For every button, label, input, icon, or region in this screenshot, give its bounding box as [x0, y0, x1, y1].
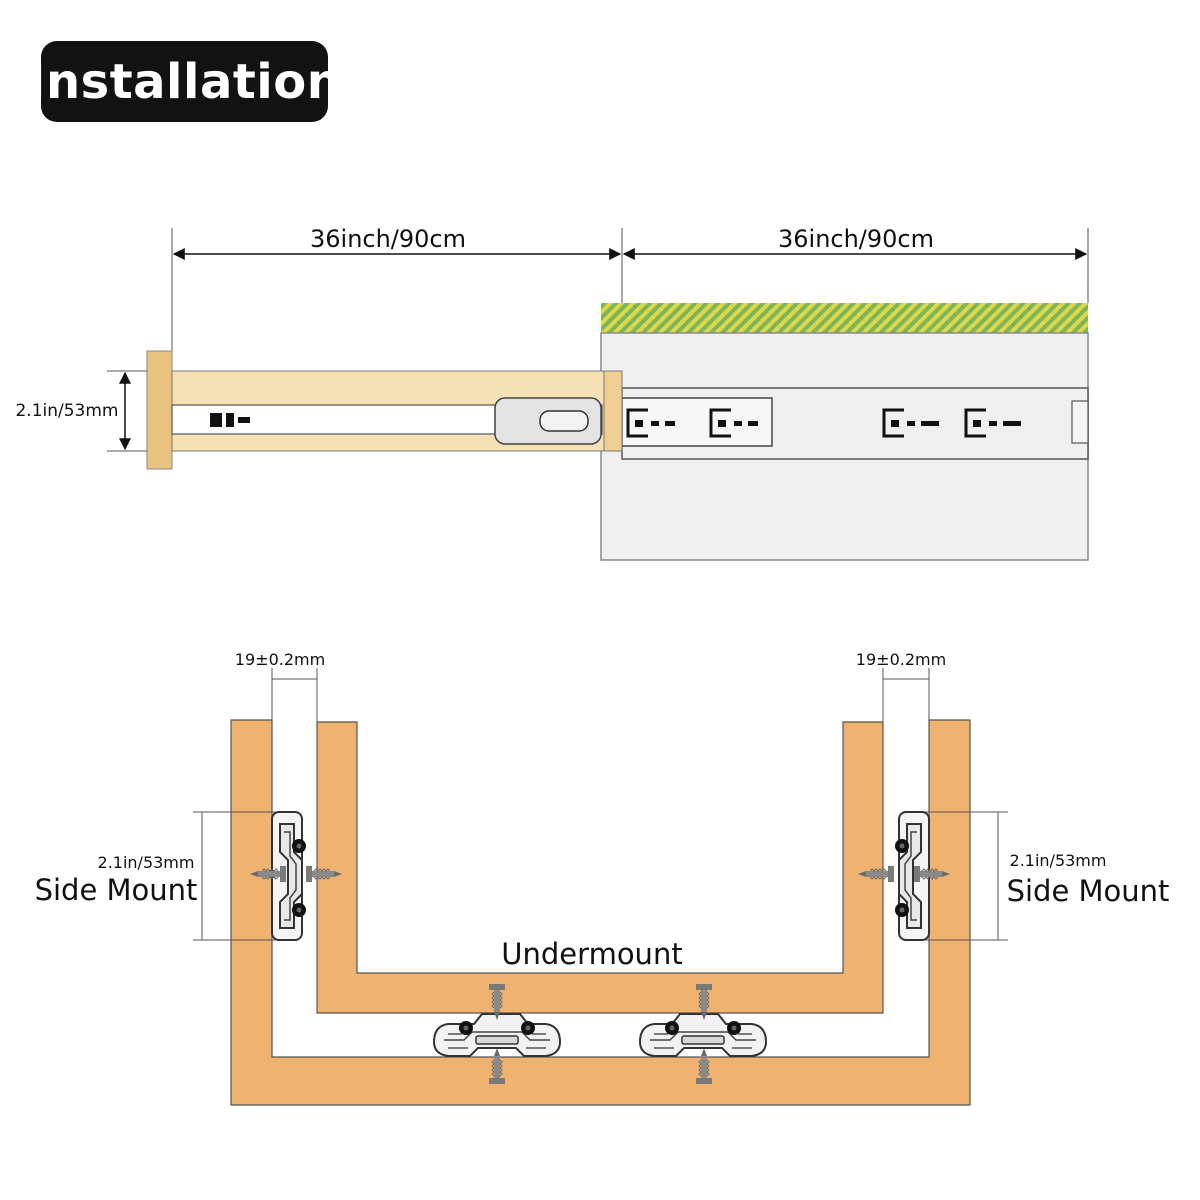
mounting-slot [626, 408, 675, 438]
bottom-mount-label: Undermount [501, 937, 682, 971]
rail-end-stop [1071, 400, 1089, 444]
screw-icon [695, 1047, 713, 1085]
left-height-label: 2.1in/53mm [98, 853, 195, 872]
extension-length-label: 36inch/90cm [778, 225, 934, 253]
drawer-front [146, 350, 173, 470]
cabinet-cross-section: 19±0.2mm 19±0.2mm 2.1in/53mm Side Mount … [35, 650, 1170, 1106]
page-title: Installation [27, 53, 342, 110]
mounting-slot [882, 408, 939, 438]
lever-slot [539, 410, 589, 432]
rail-connector [603, 370, 623, 452]
right-mount-label: Side Mount [1007, 874, 1170, 908]
closed-length-label: 36inch/90cm [310, 225, 466, 253]
right-height-label: 2.1in/53mm [1010, 851, 1107, 870]
screw-icon [488, 1047, 506, 1085]
countertop [601, 303, 1088, 333]
right-gap-label: 19±0.2mm [856, 650, 946, 669]
undermount-slide-right [639, 1013, 767, 1057]
height-label: 2.1in/53mm [15, 401, 118, 421]
title-badge: Installation [28, 41, 341, 122]
left-mount-label: Side Mount [35, 873, 198, 907]
left-gap-label: 19±0.2mm [235, 650, 325, 669]
mounting-slot [709, 408, 758, 438]
extended-slide-view: 36inch/90cm 36inch/90cm [15, 225, 1089, 561]
inner-rail-holes [210, 413, 250, 427]
mounting-slot [964, 408, 1021, 438]
